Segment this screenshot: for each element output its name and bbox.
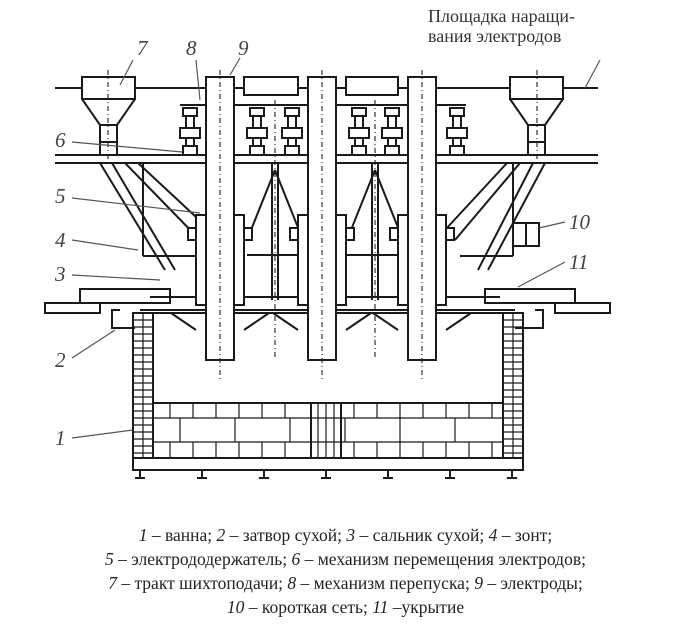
caption-line-4: 10 – короткая сеть; 11 –укрытие bbox=[0, 595, 691, 619]
charge-hopper-left bbox=[81, 70, 136, 160]
support-brace bbox=[246, 100, 304, 360]
figure-caption: 1 – ванна; 2 – затвор сухой; 3 – сальник… bbox=[0, 523, 691, 619]
support-foot bbox=[135, 470, 145, 479]
callout-1: 1 bbox=[55, 426, 66, 450]
callout-11: 11 bbox=[569, 250, 589, 274]
caption-text: – механизм перепуска; bbox=[296, 573, 475, 593]
electrode bbox=[372, 70, 472, 380]
electrode-holder bbox=[389, 214, 455, 306]
mechanism-column bbox=[381, 107, 403, 156]
dry-seal bbox=[111, 309, 544, 329]
electrodes bbox=[170, 70, 472, 380]
platform-label-line-2: вания электродов bbox=[428, 26, 562, 46]
caption-line-2: 5 – электрододержатель; 6 – механизм пер… bbox=[0, 547, 691, 571]
caption-num: 11 bbox=[372, 597, 389, 617]
charge-hopper-right bbox=[509, 70, 564, 160]
caption-num: 10 bbox=[226, 597, 245, 617]
callout-4: 4 bbox=[55, 228, 66, 252]
caption-num: 7 bbox=[108, 573, 117, 593]
mechanism-column bbox=[348, 107, 370, 156]
platform-label-line-1: Площадка наращи- bbox=[428, 6, 576, 26]
caption-text: – механизм перемещения электродов; bbox=[300, 549, 586, 569]
caption-num: 8 bbox=[287, 573, 297, 593]
caption-num: 9 bbox=[474, 573, 483, 593]
electrode bbox=[272, 70, 399, 380]
callout-2: 2 bbox=[55, 348, 66, 372]
callout-8: 8 bbox=[186, 36, 197, 60]
electrode-holder bbox=[187, 214, 253, 306]
caption-line-3: 7 – тракт шихтоподачи; 8 – механизм пере… bbox=[0, 571, 691, 595]
callout-6: 6 bbox=[55, 128, 66, 152]
electrode-movement-mechanism bbox=[179, 100, 468, 360]
callout-5: 5 bbox=[55, 184, 66, 208]
caption-num: 6 bbox=[291, 549, 301, 569]
mechanism-column bbox=[281, 107, 303, 156]
caption-text: –укрытие bbox=[388, 597, 465, 617]
caption-text: – сальник сухой; bbox=[355, 525, 489, 545]
caption-text: – короткая сеть; bbox=[244, 597, 373, 617]
callout-3: 3 bbox=[55, 262, 66, 286]
bath bbox=[132, 312, 524, 479]
callout-9: 9 bbox=[238, 36, 249, 60]
support-brace bbox=[346, 100, 404, 360]
support-foot bbox=[321, 470, 331, 479]
caption-num: 3 bbox=[346, 525, 356, 545]
mechanism-column bbox=[179, 107, 201, 156]
hood-right bbox=[444, 162, 546, 271]
platform-label: Площадка наращи- вания электродов bbox=[428, 6, 575, 46]
caption-num: 2 bbox=[216, 525, 226, 545]
caption-text: – ванна; bbox=[147, 525, 217, 545]
callout-7: 7 bbox=[137, 36, 148, 60]
caption-text: – электроды; bbox=[482, 573, 583, 593]
callout-leaders bbox=[71, 57, 566, 439]
caption-line-1: 1 – ванна; 2 – затвор сухой; 3 – сальник… bbox=[0, 523, 691, 547]
platform-leader bbox=[584, 59, 601, 89]
electrode-holder bbox=[289, 214, 355, 306]
support-foot bbox=[259, 470, 269, 479]
caption-text: – тракт шихтоподачи; bbox=[116, 573, 288, 593]
support-foot bbox=[383, 470, 393, 479]
support-foot bbox=[507, 470, 517, 479]
caption-text: – электрододержатель; bbox=[113, 549, 292, 569]
mechanism-column bbox=[446, 107, 468, 156]
mechanism-column bbox=[246, 107, 268, 156]
support-foot bbox=[445, 470, 455, 479]
electrode bbox=[170, 70, 299, 380]
caption-num: 4 bbox=[488, 525, 498, 545]
caption-text: – зонт; bbox=[497, 525, 553, 545]
furnace-diagram bbox=[44, 57, 611, 479]
caption-num: 1 bbox=[138, 525, 148, 545]
hood-left bbox=[99, 162, 211, 271]
short-network bbox=[512, 222, 540, 247]
support-foot bbox=[197, 470, 207, 479]
caption-num: 5 bbox=[105, 549, 114, 569]
caption-text: – затвор сухой; bbox=[225, 525, 347, 545]
callout-10: 10 bbox=[569, 210, 590, 234]
